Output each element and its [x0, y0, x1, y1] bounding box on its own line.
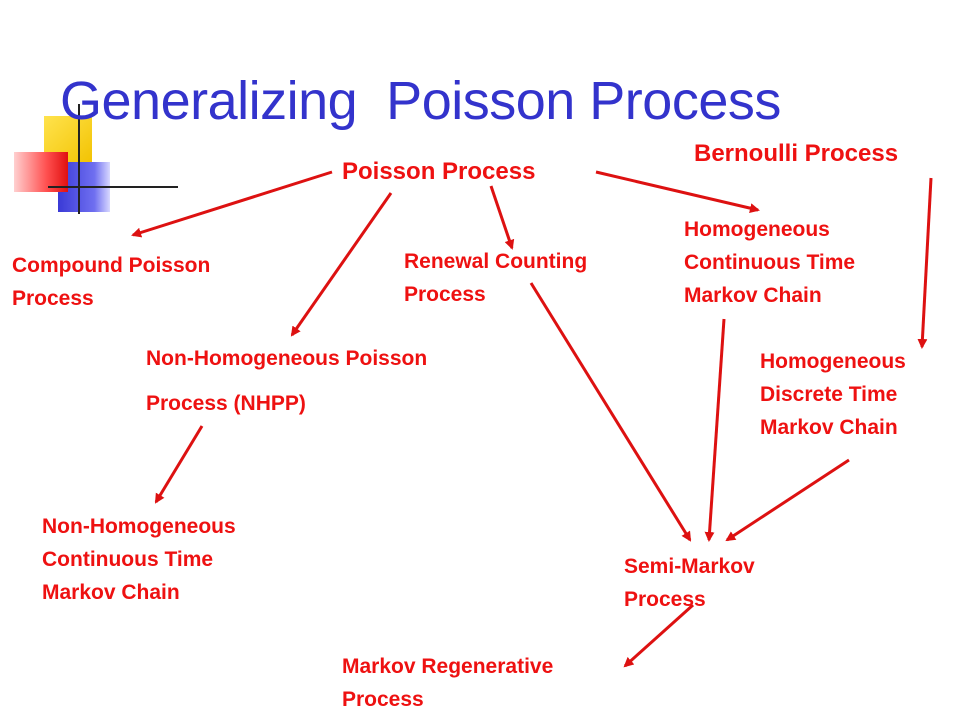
- node-label: Poisson Process: [342, 158, 536, 185]
- node-label-line: Continuous Time: [684, 251, 856, 274]
- decoration-horizontal-line: [48, 186, 178, 188]
- node-label-line: Process: [342, 688, 424, 711]
- arrow-poisson-to-compound: [131, 170, 333, 238]
- node-label-line: Compound Poisson: [12, 254, 211, 277]
- node-renewal-counting: Renewal Counting Process: [404, 245, 587, 311]
- node-label-line: Non-Homogeneous: [42, 515, 236, 538]
- arrow-semimarkov-to-markovregen: [623, 603, 695, 668]
- node-nhpp: Non-Homogeneous Poisson Process (NHPP): [146, 336, 427, 426]
- node-label-line: Renewal Counting: [404, 250, 588, 273]
- node-bernoulli-process: Bernoulli Process: [694, 137, 898, 170]
- arrow-hdtmc-to-semimarkov: [725, 458, 850, 542]
- arrow-poisson-to-renewal: [489, 185, 515, 250]
- node-label-line: Process (NHPP): [146, 392, 306, 415]
- slide-title: Generalizing Poisson Process: [60, 71, 781, 131]
- node-label: Bernoulli Process: [694, 140, 899, 167]
- node-label-line: Markov Chain: [684, 284, 822, 307]
- node-label-line: Process: [12, 287, 94, 310]
- node-nonhomogeneous-ctmc: Non-Homogeneous Continuous Time Markov C…: [42, 510, 236, 609]
- node-label-line: Continuous Time: [42, 548, 214, 571]
- arrow-poisson-to-hctmc: [595, 170, 760, 214]
- node-label-line: Discrete Time: [760, 383, 898, 406]
- arrow-renewal-to-semimarkov: [529, 282, 692, 542]
- node-poisson-process: Poisson Process: [342, 155, 535, 188]
- node-label-line: Markov Chain: [760, 416, 898, 439]
- decoration-red-square: [14, 152, 68, 192]
- node-label-line: Markov Regenerative: [342, 655, 554, 678]
- node-label-line: Homogeneous: [684, 218, 830, 241]
- arrow-poisson-to-nhpp: [290, 192, 393, 337]
- node-homogeneous-dtmc: Homogeneous Discrete Time Markov Chain: [760, 345, 906, 444]
- arrow-hctmc-to-semimarkov: [704, 318, 726, 542]
- decoration-vertical-line: [78, 104, 80, 214]
- node-label-line: Process: [624, 588, 706, 611]
- node-homogeneous-ctmc: Homogeneous Continuous Time Markov Chain: [684, 213, 855, 312]
- node-label-line: Homogeneous: [760, 350, 906, 373]
- node-markov-regenerative: Markov Regenerative Process: [342, 650, 553, 716]
- node-label-line: Process: [404, 283, 486, 306]
- node-semi-markov: Semi-Markov Process: [624, 550, 755, 616]
- node-compound-poisson: Compound Poisson Process: [12, 249, 210, 315]
- node-label-line: Markov Chain: [42, 581, 180, 604]
- node-label-line: Semi-Markov: [624, 555, 755, 578]
- node-label-line: Non-Homogeneous Poisson: [146, 347, 428, 370]
- arrow-nhpp-to-nhctmc: [154, 425, 204, 504]
- arrow-bernoulli-to-hdtmc: [917, 177, 933, 349]
